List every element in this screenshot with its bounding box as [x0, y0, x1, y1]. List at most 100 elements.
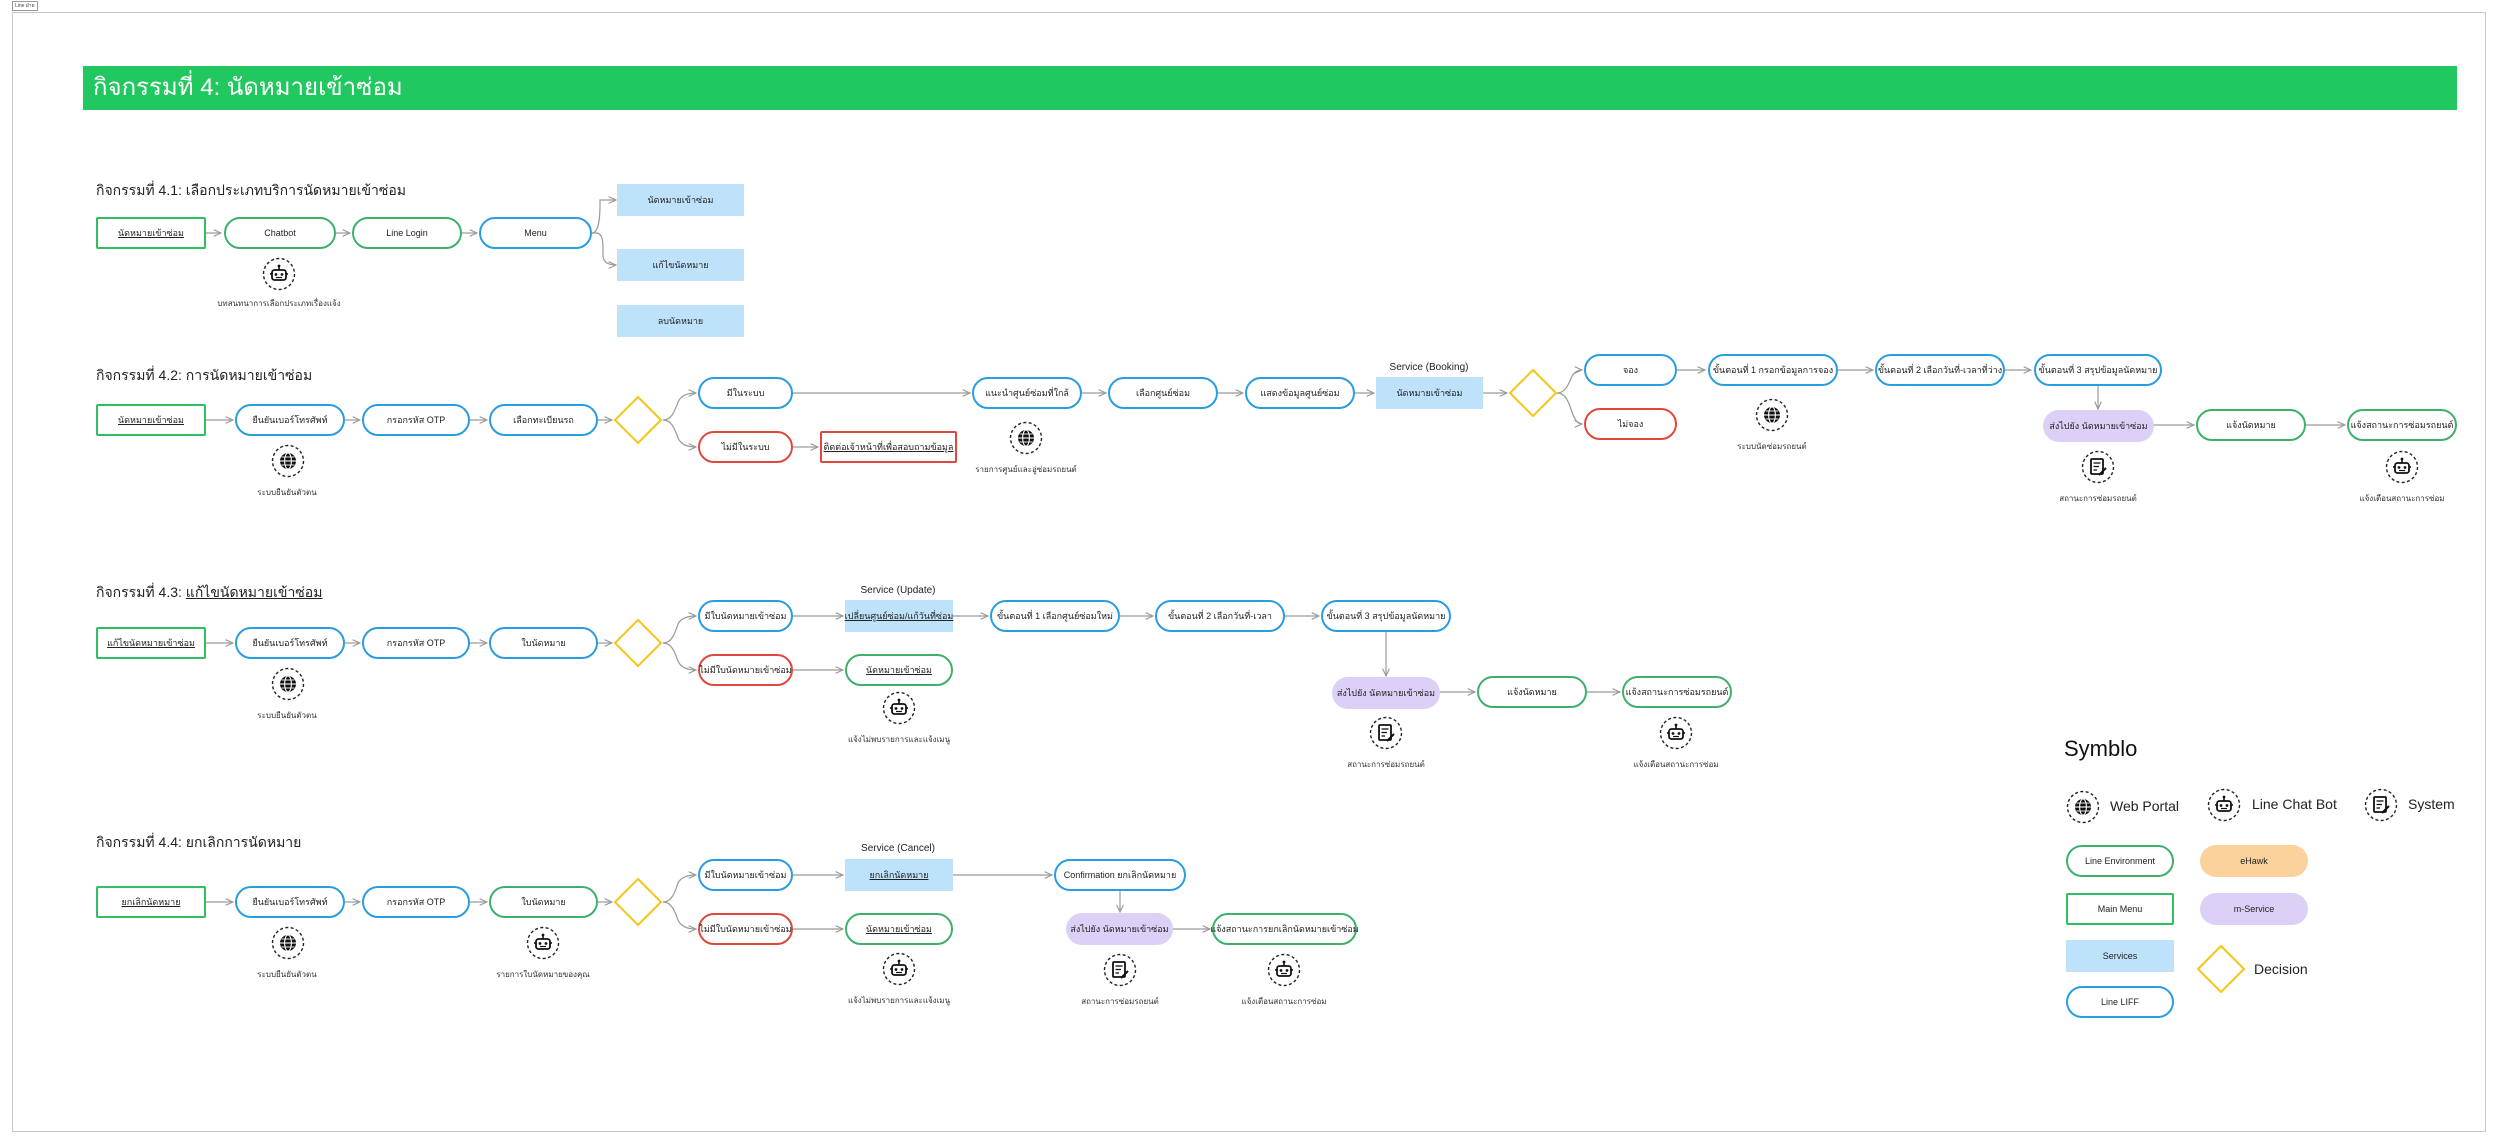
note-repair: สถานะการซ่อมรถยนต์: [1081, 997, 1159, 1006]
service-title: Service (Update): [860, 585, 936, 596]
confirm-cancel-node[interactable]: Confirmation ยกเลิกนัดหมาย: [1054, 859, 1186, 891]
no-data-node[interactable]: ไม่มีในระบบ: [698, 431, 793, 463]
web-portal-icon: [271, 667, 305, 701]
section-name: เลือกประเภทบริการนัดหมายเข้าซ่อม: [185, 182, 407, 198]
decision-diamond: [613, 877, 663, 927]
notify-status-node[interactable]: แจ้งสถานะการซ่อมรถยนต์: [1622, 676, 1732, 708]
note-verify: ระบบยืนยันตัวตน: [257, 970, 317, 979]
book-node[interactable]: จอง: [1584, 354, 1677, 386]
otp-node[interactable]: กรอกรหัส OTP: [362, 886, 470, 918]
step-1-node[interactable]: ขั้นตอนที่ 1 กรอกข้อมูลการจอง: [1708, 354, 1838, 386]
note-menu: แจ้งไม่พบรายการและแจ้งเมนู: [847, 996, 951, 1005]
has-appointment-node[interactable]: มีใบนัดหมายเข้าซ่อม: [698, 600, 793, 632]
mservice-node[interactable]: ส่งไปยัง นัดหมายเข้าซ่อม: [1066, 913, 1173, 945]
legend-ehawk: eHawk: [2200, 845, 2308, 877]
page-title: กิจกรรมที่ 4: นัดหมายเข้าซ่อม: [83, 66, 2457, 110]
section-prefix: กิจกรรมที่ 4.4:: [96, 834, 186, 850]
system-icon: [2081, 450, 2115, 484]
contact-staff-node[interactable]: ติดต่อเจ้าหน้าที่เพื่อสอบถามข้อมูล: [820, 431, 957, 463]
line-login-node[interactable]: Line Login: [352, 217, 462, 249]
section-name: การนัดหมายเข้าซ่อม: [185, 367, 313, 383]
note-booking: ระบบนัดซ่อมรถยนต์: [1737, 442, 1807, 451]
otp-node[interactable]: กรอกรหัส OTP: [362, 404, 470, 436]
section-name: ยกเลิกการนัดหมาย: [185, 834, 302, 850]
legend-title: Symblo: [2064, 736, 2138, 761]
step-3-node[interactable]: ขั้นตอนที่ 3 สรุปข้อมูลนัดหมาย: [2034, 354, 2162, 386]
note-status: แจ้งเตือนสถานะการซ่อม: [2359, 494, 2445, 503]
option-edit-booking[interactable]: แก้ไขนัดหมาย: [617, 249, 744, 281]
notify-status-node[interactable]: แจ้งสถานะการซ่อมรถยนต์: [2347, 409, 2457, 441]
step-2-node[interactable]: ขั้นตอนที่ 2 เลือกวันที่-เวลา: [1155, 600, 1285, 632]
note-list: รายการใบนัดหมายของคุณ: [496, 970, 590, 979]
service-cancel-node[interactable]: ยกเลิกนัดหมาย: [845, 859, 953, 891]
mservice-node[interactable]: ส่งไปยัง นัดหมายเข้าซ่อม: [1332, 677, 1440, 709]
legend-web-portal: Web Portal: [2110, 798, 2179, 814]
section-title-4-2: กิจกรรมที่ 4.2: การนัดหมายเข้าซ่อม: [96, 365, 312, 387]
to-booking-node[interactable]: นัดหมายเข้าซ่อม: [845, 654, 953, 686]
option-delete-booking[interactable]: ลบนัดหมาย: [617, 305, 744, 337]
center-detail-node[interactable]: แสดงข้อมูลศูนย์ซ่อม: [1245, 377, 1355, 409]
has-appointment-node[interactable]: มีใบนัดหมายเข้าซ่อม: [698, 859, 793, 891]
decision-diamond: [613, 618, 663, 668]
frame-tag: Line ฝ่าย: [12, 1, 38, 11]
section-title-4-4: กิจกรรมที่ 4.4: ยกเลิกการนัดหมาย: [96, 832, 301, 854]
verify-phone-node[interactable]: ยืนยันเบอร์โทรศัพท์: [235, 627, 345, 659]
not-book-node[interactable]: ไม่จอง: [1584, 408, 1677, 440]
legend-decision: Decision: [2254, 961, 2308, 977]
section-title-4-3: กิจกรรมที่ 4.3: แก้ไขนัดหมายเข้าซ่อม: [96, 582, 322, 604]
start-node-cancel[interactable]: ยกเลิกนัดหมาย: [96, 886, 206, 918]
start-node-booking[interactable]: นัดหมายเข้าซ่อม: [96, 217, 206, 249]
notify-cancel-node[interactable]: แจ้งสถานะการยกเลิกนัดหมายเข้าซ่อม: [1210, 913, 1359, 945]
mservice-node[interactable]: ส่งไปยัง นัดหมายเข้าซ่อม: [2043, 410, 2154, 442]
note-repair: สถานะการซ่อมรถยนต์: [2059, 494, 2137, 503]
service-booking-node[interactable]: นัดหมายเข้าซ่อม: [1376, 377, 1483, 409]
line-chat-bot-icon: [1267, 953, 1301, 987]
note-menu: แจ้งไม่พบรายการและแจ้งเมนู: [847, 735, 951, 744]
chatbot-note: บทสนทนาการเลือกประเภทเรื่องแจ้ง: [217, 299, 341, 308]
web-portal-icon: [2066, 790, 2100, 824]
menu-node[interactable]: Menu: [479, 217, 592, 249]
legend-line-environment: Line Environment: [2066, 845, 2174, 877]
line-chat-bot-icon: [1659, 716, 1693, 750]
recommend-center-node[interactable]: แนะนำศูนย์ซ่อมที่ใกล้: [972, 377, 1082, 409]
line-chat-bot-icon: [526, 926, 560, 960]
step-3-node[interactable]: ขั้นตอนที่ 3 สรุปข้อมูลนัดหมาย: [1321, 600, 1451, 632]
line-chat-bot-icon: [2385, 450, 2419, 484]
section-prefix: กิจกรรมที่ 4.3:: [96, 584, 186, 600]
web-portal-icon: [271, 444, 305, 478]
has-data-node[interactable]: มีในระบบ: [698, 377, 793, 409]
no-appointment-node[interactable]: ไม่มีใบนัดหมายเข้าซ่อม: [698, 913, 793, 945]
notify-node[interactable]: แจ้งนัดหมาย: [1477, 676, 1587, 708]
decision-diamond: [613, 395, 663, 445]
legend-m-service: m-Service: [2200, 893, 2308, 925]
no-appointment-node[interactable]: ไม่มีใบนัดหมายเข้าซ่อม: [698, 654, 793, 686]
service-title: Service (Cancel): [861, 843, 935, 854]
web-portal-icon: [1009, 421, 1043, 455]
service-update-node[interactable]: เปลี่ยนศูนย์ซ่อม/แก้วันที่ซ่อม: [845, 600, 953, 632]
otp-node[interactable]: กรอกรหัส OTP: [362, 627, 470, 659]
system-icon: [1369, 716, 1403, 750]
start-node-edit[interactable]: แก้ไขนัดหมายเข้าซ่อม: [96, 627, 206, 659]
legend-system: System: [2408, 796, 2455, 812]
system-icon: [2364, 788, 2398, 822]
note-verify: ระบบยืนยันตัวตน: [257, 488, 317, 497]
service-title: Service (Booking): [1389, 362, 1469, 373]
verify-phone-node[interactable]: ยืนยันเบอร์โทรศัพท์: [235, 886, 345, 918]
note-repair: สถานะการซ่อมรถยนต์: [1347, 760, 1425, 769]
verify-phone-node[interactable]: ยืนยันเบอร์โทรศัพท์: [235, 404, 345, 436]
chatbot-node[interactable]: Chatbot: [224, 217, 336, 249]
line-chat-bot-icon: [882, 952, 916, 986]
start-node-booking[interactable]: นัดหมายเข้าซ่อม: [96, 404, 206, 436]
choose-appointment-node[interactable]: ใบนัดหมาย: [489, 886, 598, 918]
section-name: แก้ไขนัดหมายเข้าซ่อม: [185, 584, 323, 600]
choose-center-node[interactable]: เลือกศูนย์ซ่อม: [1108, 377, 1218, 409]
notify-node[interactable]: แจ้งนัดหมาย: [2196, 409, 2306, 441]
select-car-node[interactable]: เลือกทะเบียนรถ: [489, 404, 598, 436]
step-2-node[interactable]: ขั้นตอนที่ 2 เลือกวันที่-เวลาที่ว่าง: [1875, 354, 2005, 386]
note-status: แจ้งเตือนสถานะการซ่อม: [1633, 760, 1719, 769]
option-booking[interactable]: นัดหมายเข้าซ่อม: [617, 184, 744, 216]
step-1-node[interactable]: ขั้นตอนที่ 1 เลือกศูนย์ซ่อมใหม่: [990, 600, 1120, 632]
choose-appointment-node[interactable]: ใบนัดหมาย: [489, 627, 598, 659]
to-booking-node[interactable]: นัดหมายเข้าซ่อม: [845, 913, 953, 945]
